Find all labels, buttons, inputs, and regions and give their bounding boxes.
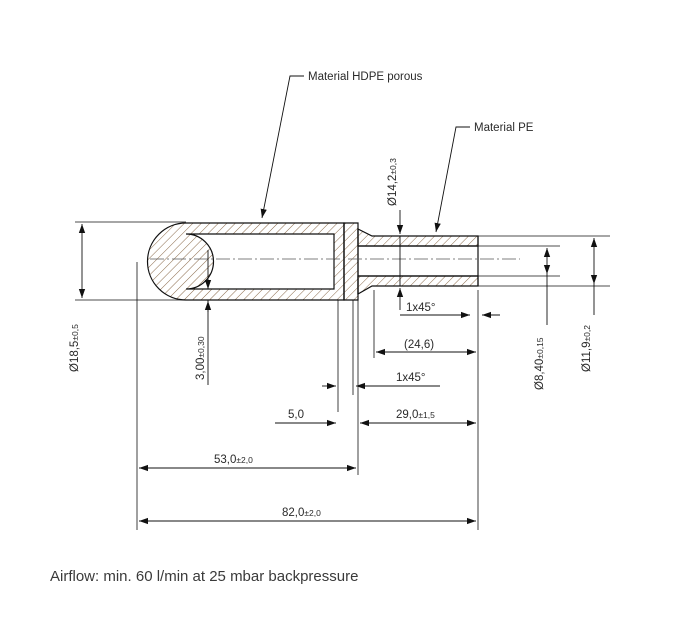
dim-chamfer-tip: 1x45° xyxy=(406,302,436,314)
dim-body-length: 53,0±2,0 xyxy=(214,454,253,466)
dim-wall-thickness: 3,00±0,30 xyxy=(195,336,207,380)
tip-lower-wall xyxy=(357,275,479,296)
dim-chamfer-neck: 1x45° xyxy=(396,372,426,384)
tip-upper-wall xyxy=(357,228,479,247)
material-body-label: Material HDPE porous xyxy=(308,71,423,83)
material-leaders xyxy=(260,75,470,233)
airflow-note: Airflow: min. 60 l/min at 25 mbar backpr… xyxy=(50,568,359,585)
dim-tip-length-ref: (24,6) xyxy=(404,339,434,351)
filter-body xyxy=(146,222,479,301)
dim-overall-length: 82,0±2,0 xyxy=(282,507,321,519)
dim-dia-tip-inner: Ø8,40±0,15 xyxy=(534,337,546,390)
dim-dia-tip-bore: Ø11,9±0,2 xyxy=(581,325,593,372)
body-wall-hatch xyxy=(146,222,345,301)
material-tip-label: Material PE xyxy=(474,122,534,134)
neck-wall xyxy=(343,222,359,301)
dim-dia-outer: Ø18,5±0,5 xyxy=(69,324,81,372)
dim-dia-tip-outer: Ø14,2±0,3 xyxy=(387,158,399,206)
dimension-lines xyxy=(78,210,598,525)
dim-tip-length: 29,0±1,5 xyxy=(396,409,435,421)
dim-neck-length: 5,0 xyxy=(288,409,304,421)
